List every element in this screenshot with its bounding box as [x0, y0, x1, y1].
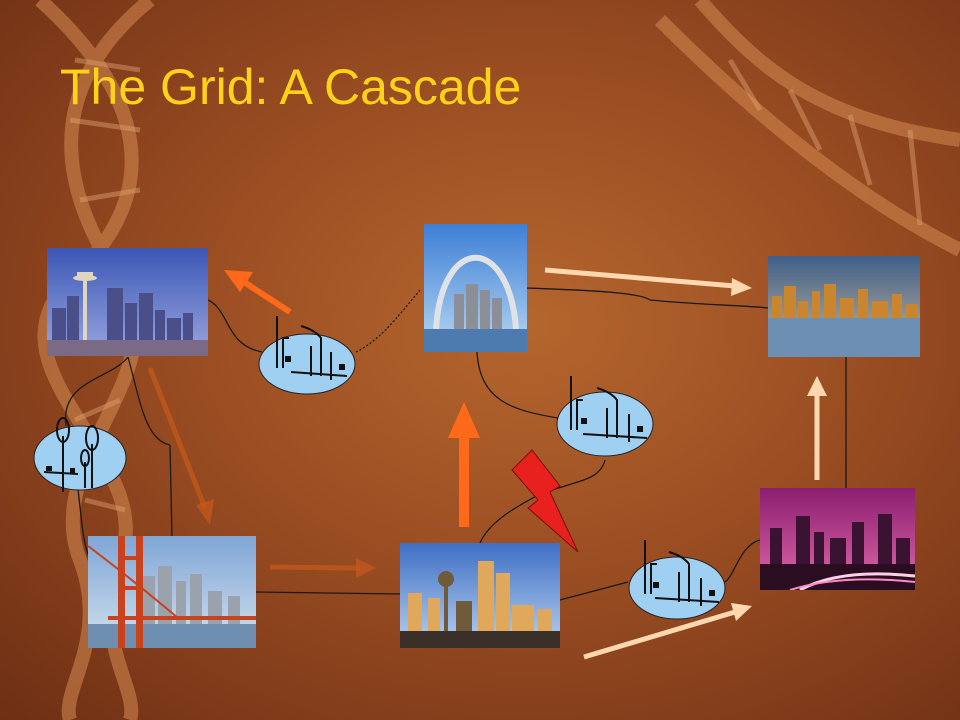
- arrow-dallas-to-night-city: [583, 603, 752, 660]
- line-seattle-san-francisco: [169, 444, 173, 539]
- night-city-skyline-image: [760, 488, 915, 590]
- city-seattle: [47, 248, 208, 356]
- wind-farm: [30, 412, 128, 501]
- power-plant-west: [255, 316, 359, 401]
- san-francisco-golden-gate-image: [88, 536, 256, 648]
- wind-turbine-icon: [33, 417, 127, 492]
- arrow-san-francisco-to-dallas: [269, 558, 376, 578]
- lightning-icon: [511, 449, 579, 553]
- city-night: [760, 488, 915, 590]
- line-dallas-plant-south: [559, 581, 629, 601]
- slide-title: The Grid: A Cascade: [60, 59, 522, 115]
- line-san-francisco-dallas: [255, 591, 401, 595]
- new-york-skyline-image: [768, 256, 920, 357]
- city-new-york: [768, 256, 920, 357]
- city-st-louis: [424, 224, 527, 352]
- line-st-louis-new-york: [526, 287, 769, 309]
- line-st-louis-plant-central: [476, 351, 559, 419]
- factory-icon: [258, 316, 356, 395]
- line-seattle-wind-farm: [64, 356, 129, 427]
- arrow-dallas-to-st-louis: [448, 402, 480, 527]
- line-plant-west-st-louis: [355, 289, 421, 353]
- line-plant-south-night-city: [724, 539, 761, 583]
- seattle-skyline-image: [47, 248, 208, 356]
- power-plant-central: [553, 374, 657, 465]
- arrow-seattle-to-san-francisco: [147, 367, 214, 525]
- st-louis-arch-image: [424, 224, 527, 352]
- city-san-francisco: [88, 536, 256, 648]
- city-dallas: [400, 543, 560, 648]
- arrow-plant-west-to-seattle: [224, 270, 292, 315]
- factory-icon: [628, 540, 726, 620]
- line-seattle-to-dallas-trunk: [127, 356, 171, 446]
- arrow-st-louis-to-new-york: [544, 267, 752, 296]
- line-seattle-plant-west: [207, 299, 263, 353]
- factory-icon: [556, 376, 654, 457]
- dallas-skyline-image: [400, 543, 560, 648]
- power-plant-south: [625, 540, 729, 627]
- arrow-night-city-to-new-york: [807, 376, 827, 480]
